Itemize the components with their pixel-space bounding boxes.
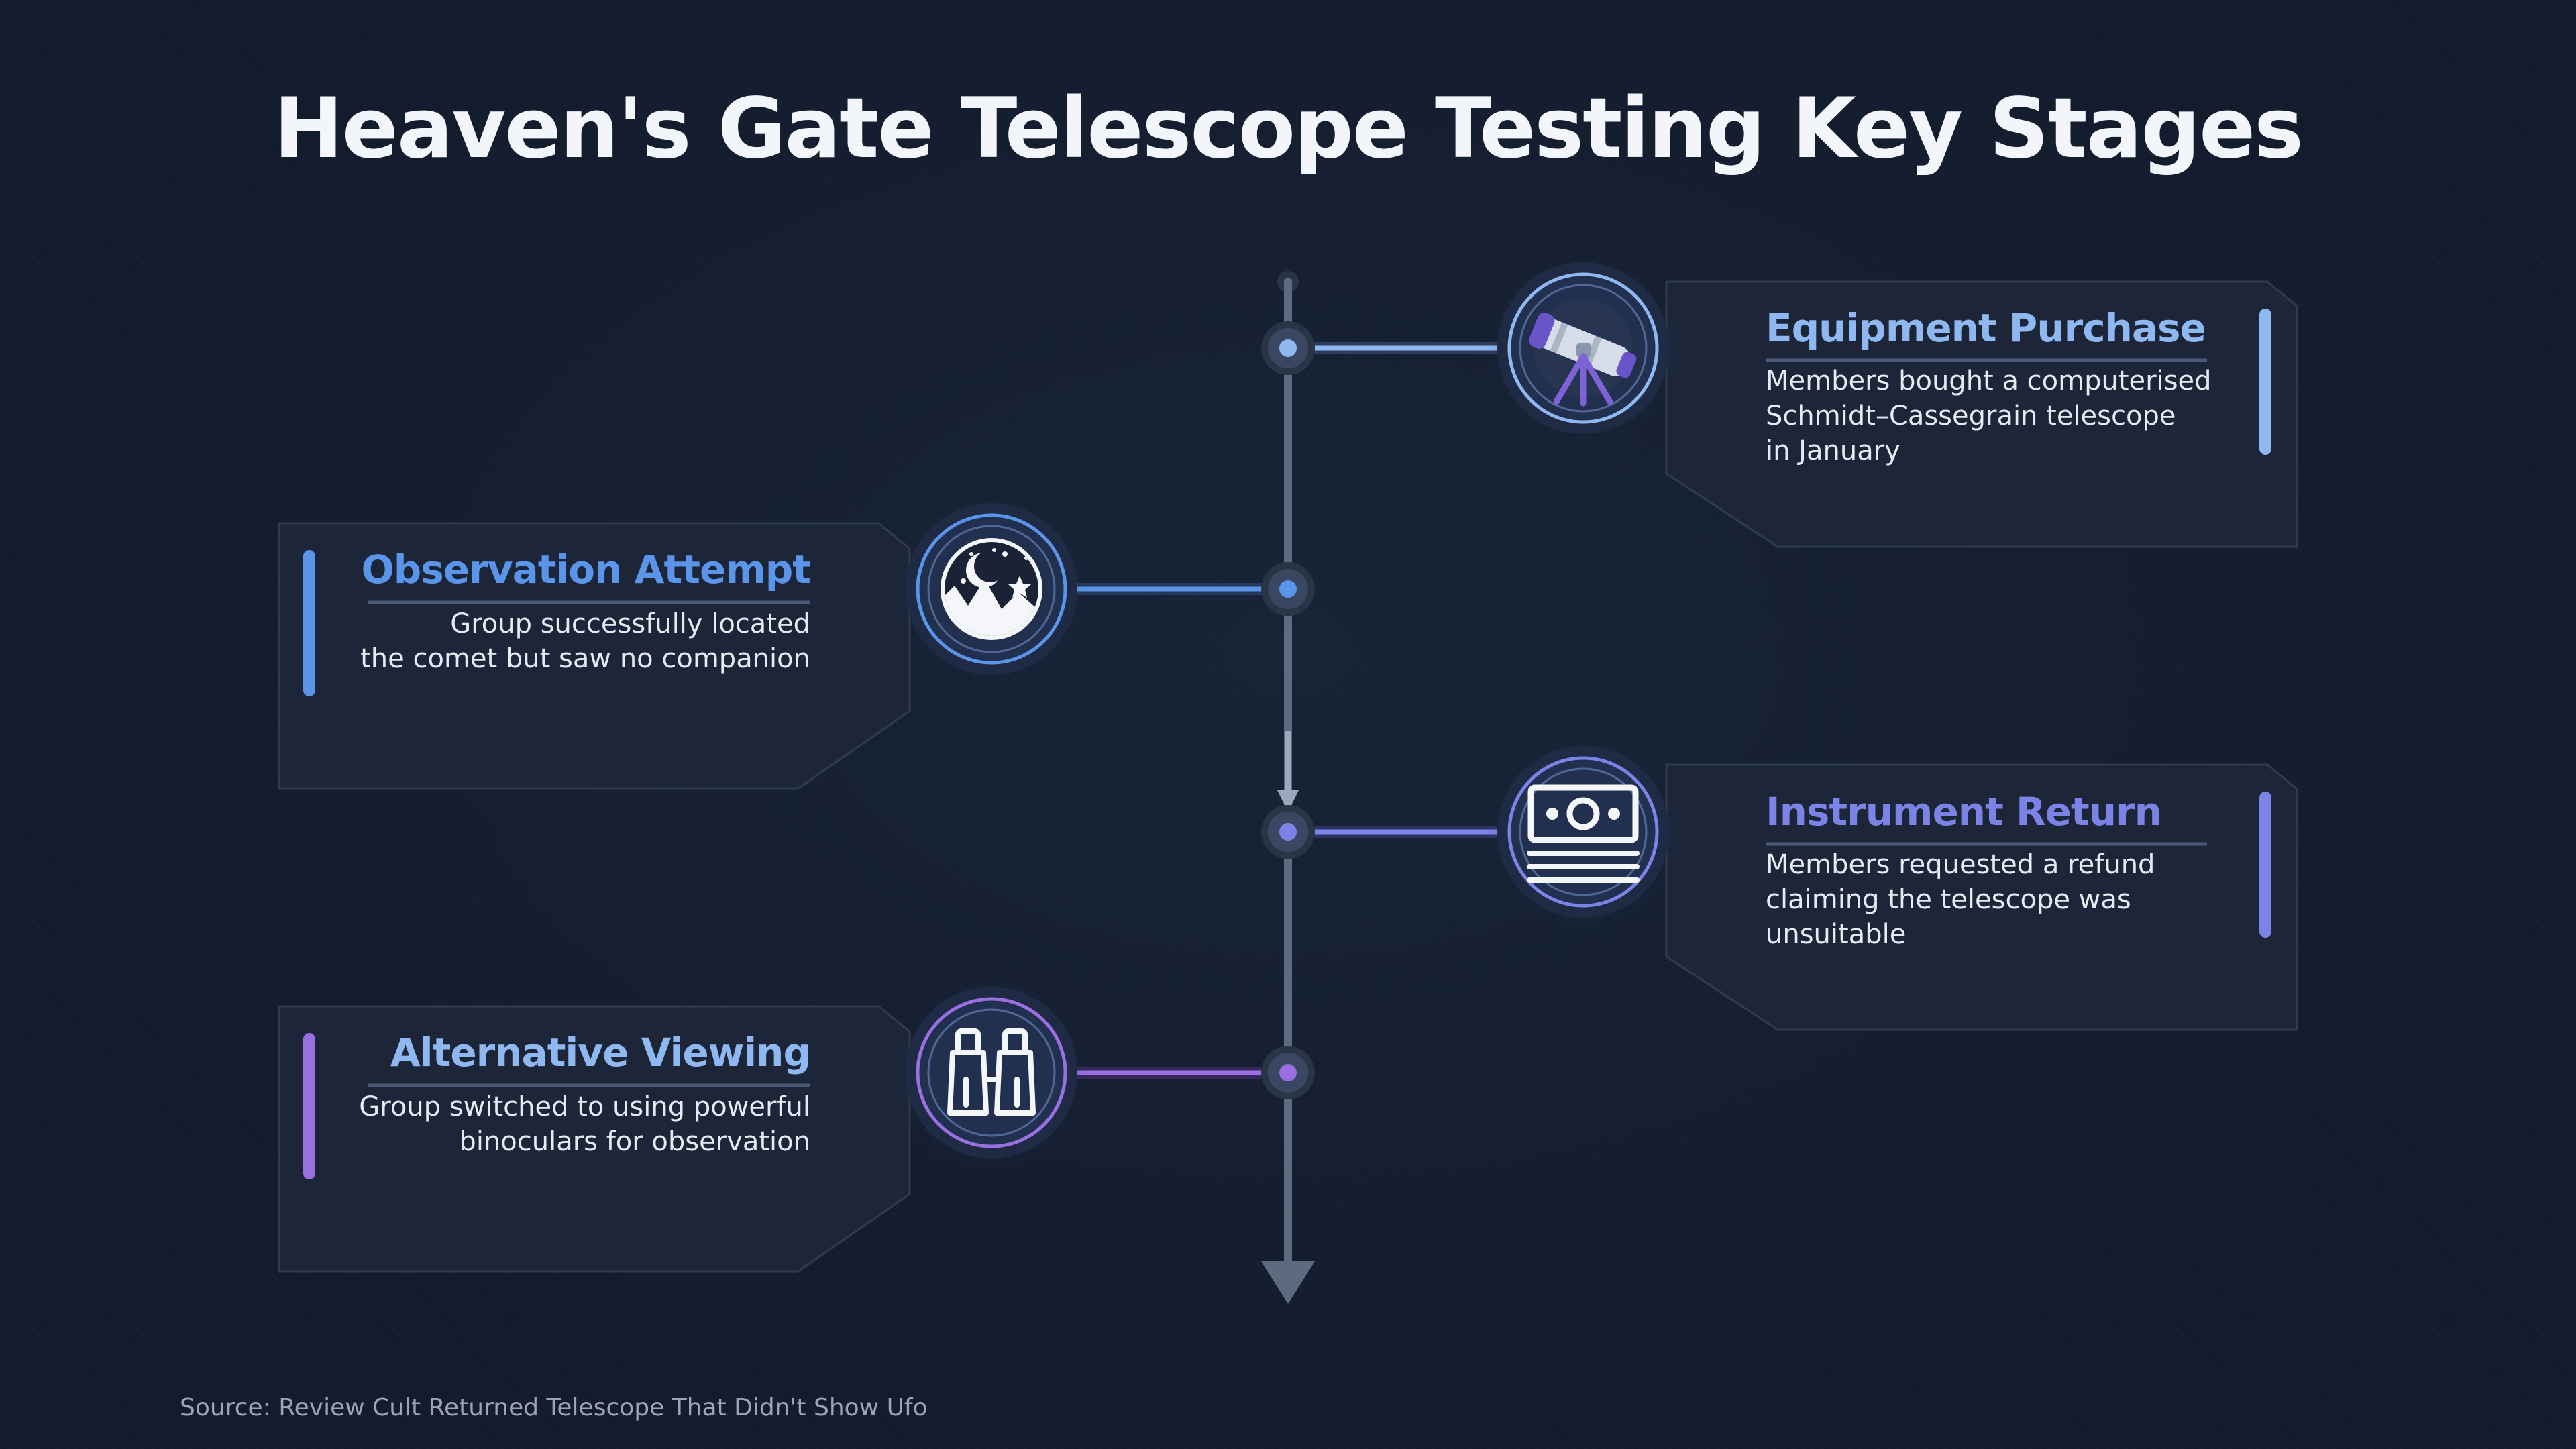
stage-title: Equipment Purchase (1766, 305, 2206, 351)
page-title: Heaven's Gate Telescope Testing Key Stag… (274, 80, 2304, 177)
timeline-axis (1261, 271, 1315, 1304)
description-line: claiming the telescope was (1766, 884, 2131, 915)
connector-alternative-viewing (1053, 1046, 1315, 1099)
description-line: Members requested a refund (1766, 849, 2155, 880)
description-line: Group successfully located (450, 608, 810, 639)
connector-equipment-purchase (1261, 321, 1523, 375)
card-alternative-viewing (278, 1005, 911, 1273)
connector-observation-attempt (1053, 562, 1315, 616)
description-line: Group switched to using powerful (359, 1091, 810, 1122)
stage-description: Members requested a refund claiming the … (1766, 847, 2161, 952)
description-line: the comet but saw no companion (360, 643, 810, 674)
night-sky-icon (894, 492, 1089, 686)
stage-instrument-return: Instrument Return Members requested a re… (1766, 788, 2162, 952)
connector-instrument-return (1261, 805, 1523, 859)
card-instrument-return (1665, 763, 2298, 1031)
description-line: Members bought a computerised (1766, 366, 2212, 396)
card-equipment-purchase (1665, 280, 2298, 548)
stage-alternative-viewing: Alternative Viewing Group switched to us… (140, 1029, 811, 1159)
stage-description: Group successfully located the comet but… (140, 606, 810, 676)
stage-description: Members bought a computerised Schmidt–Ca… (1766, 364, 2212, 468)
card-observation-attempt (278, 522, 911, 790)
binoculars-icon (894, 975, 1089, 1170)
stage-title: Alternative Viewing (390, 1030, 811, 1075)
description-line: binoculars for observation (459, 1126, 810, 1157)
description-line: in January (1766, 435, 1900, 466)
description-line: unsuitable (1766, 919, 1907, 950)
telescope-icon (1486, 251, 1680, 445)
stage-observation-attempt: Observation Attempt Group successfully l… (140, 546, 811, 676)
stage-equipment-purchase: Equipment Purchase Members bought a comp… (1766, 305, 2212, 468)
stage-title: Instrument Return (1766, 789, 2162, 835)
refund-cash-icon (1486, 735, 1680, 929)
description-line: Schmidt–Cassegrain telescope (1766, 400, 2176, 431)
axis-arrow-head (1261, 1261, 1315, 1304)
source-note: Source: Review Cult Returned Telescope T… (180, 1394, 928, 1421)
stage-description: Group switched to using powerful binocul… (140, 1089, 810, 1159)
stage-title: Observation Attempt (361, 547, 811, 592)
